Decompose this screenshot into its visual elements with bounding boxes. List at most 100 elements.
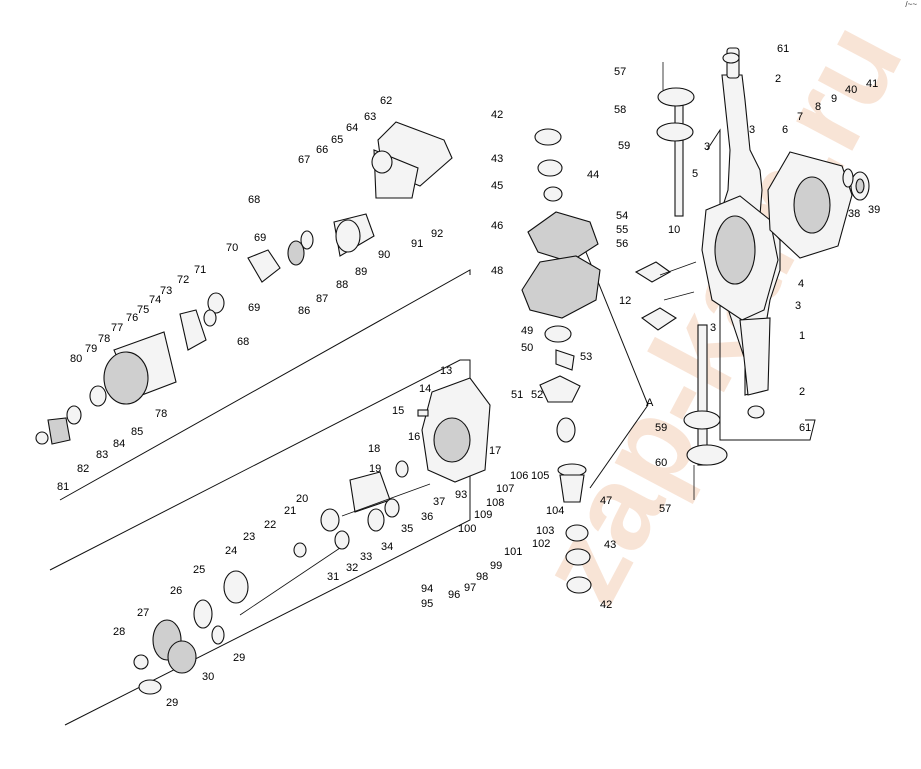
input-shaft-group — [223, 498, 400, 616]
leader-a2 — [589, 404, 649, 489]
callout-85: 85 — [131, 426, 143, 438]
callout-35: 35 — [401, 523, 413, 535]
callout-60: 60 — [655, 457, 667, 469]
callout-98: 98 — [476, 571, 488, 583]
callout-15: 15 — [392, 405, 404, 417]
callout-76: 76 — [126, 312, 138, 324]
callout-93: 93 — [455, 489, 467, 501]
callout-21: 21 — [284, 505, 296, 517]
callout-8: 8 — [815, 101, 821, 113]
callout-5: 5 — [692, 168, 698, 180]
callout-23: 23 — [243, 531, 255, 543]
callout-62: 62 — [380, 95, 392, 107]
callout-90: 90 — [378, 249, 390, 261]
callout-6: 6 — [782, 124, 788, 136]
callout-72: 72 — [177, 274, 189, 286]
callout-20: 20 — [296, 493, 308, 505]
brake-flange-plate — [767, 151, 853, 259]
callout-109: 109 — [474, 509, 492, 521]
callout-40: 40 — [845, 84, 857, 96]
callout-22: 22 — [264, 519, 276, 531]
callout-47: 47 — [600, 495, 612, 507]
callout-24: 24 — [225, 545, 237, 557]
callout-57: 57 — [659, 503, 671, 515]
callout-97: 97 — [464, 582, 476, 594]
callout-16: 16 — [408, 431, 420, 443]
callout-100: 100 — [458, 523, 476, 535]
callout-80: 80 — [70, 353, 82, 365]
gear-cluster-lower — [133, 599, 225, 695]
callout-26: 26 — [170, 585, 182, 597]
callout-41: 41 — [866, 78, 878, 90]
callout-12: 12 — [619, 295, 631, 307]
callout-99: 99 — [490, 560, 502, 572]
callout-3: 3 — [710, 322, 716, 334]
callout-43: 43 — [604, 539, 616, 551]
callout-69: 69 — [248, 302, 260, 314]
callout-50: 50 — [521, 342, 533, 354]
shift-fork-group — [634, 261, 697, 331]
transfer-case-group — [35, 121, 453, 445]
callout-67: 67 — [298, 154, 310, 166]
callout-87: 87 — [316, 293, 328, 305]
callout-84: 84 — [113, 438, 125, 450]
callout-107: 107 — [496, 483, 514, 495]
callout-34: 34 — [381, 541, 393, 553]
callout-59: 59 — [655, 422, 667, 434]
callout-68: 68 — [248, 194, 260, 206]
axle-housing — [701, 47, 781, 396]
callout-17: 17 — [489, 445, 501, 457]
gearbox-frame — [49, 359, 471, 726]
callout-70: 70 — [226, 242, 238, 254]
callout-45: 45 — [491, 180, 503, 192]
callout-48: 48 — [491, 265, 503, 277]
gearbox-housing — [417, 377, 491, 483]
callout-46: 46 — [491, 220, 503, 232]
callout-37: 37 — [433, 496, 445, 508]
callout-82: 82 — [77, 463, 89, 475]
callout-4: 4 — [798, 278, 804, 290]
callout-91: 91 — [411, 238, 423, 250]
callout-69: 69 — [254, 232, 266, 244]
callout-77: 77 — [111, 322, 123, 334]
callout-44: 44 — [587, 169, 599, 181]
callout-2: 2 — [775, 73, 781, 85]
callout-102: 102 — [532, 538, 550, 550]
callout-51: 51 — [511, 389, 523, 401]
callout-25: 25 — [193, 564, 205, 576]
callout-63: 63 — [364, 111, 376, 123]
callout-3: 3 — [749, 124, 755, 136]
callout-38: 38 — [848, 208, 860, 220]
seal-ring-lower — [747, 405, 765, 419]
callout-64: 64 — [346, 122, 358, 134]
callout-68: 68 — [237, 336, 249, 348]
callout-61: 61 — [777, 43, 789, 55]
callout-52: 52 — [531, 389, 543, 401]
side-cover-seal — [842, 168, 870, 201]
callout-65: 65 — [331, 134, 343, 146]
callout-75: 75 — [137, 304, 149, 316]
callout-49: 49 — [521, 325, 533, 337]
callout-95: 95 — [421, 598, 433, 610]
callout-94: 94 — [421, 583, 433, 595]
callout-78: 78 — [155, 408, 167, 420]
callout-89: 89 — [355, 266, 367, 278]
callout-105: 105 — [531, 470, 549, 482]
axle-shaft-lower — [683, 324, 728, 500]
callout-13: 13 — [440, 365, 452, 377]
callout-7: 7 — [797, 111, 803, 123]
callout-71: 71 — [194, 264, 206, 276]
callout-58: 58 — [614, 104, 626, 116]
callout-19: 19 — [369, 463, 381, 475]
axle-shaft-upper — [656, 62, 695, 217]
callout-79: 79 — [85, 343, 97, 355]
callout-96: 96 — [448, 589, 460, 601]
callout-9: 9 — [831, 93, 837, 105]
callout-42: 42 — [491, 109, 503, 121]
callout-59: 59 — [618, 140, 630, 152]
callout-83: 83 — [96, 449, 108, 461]
seal-ring-upper — [722, 52, 740, 64]
callout-74: 74 — [149, 294, 161, 306]
callout-10: 10 — [668, 224, 680, 236]
